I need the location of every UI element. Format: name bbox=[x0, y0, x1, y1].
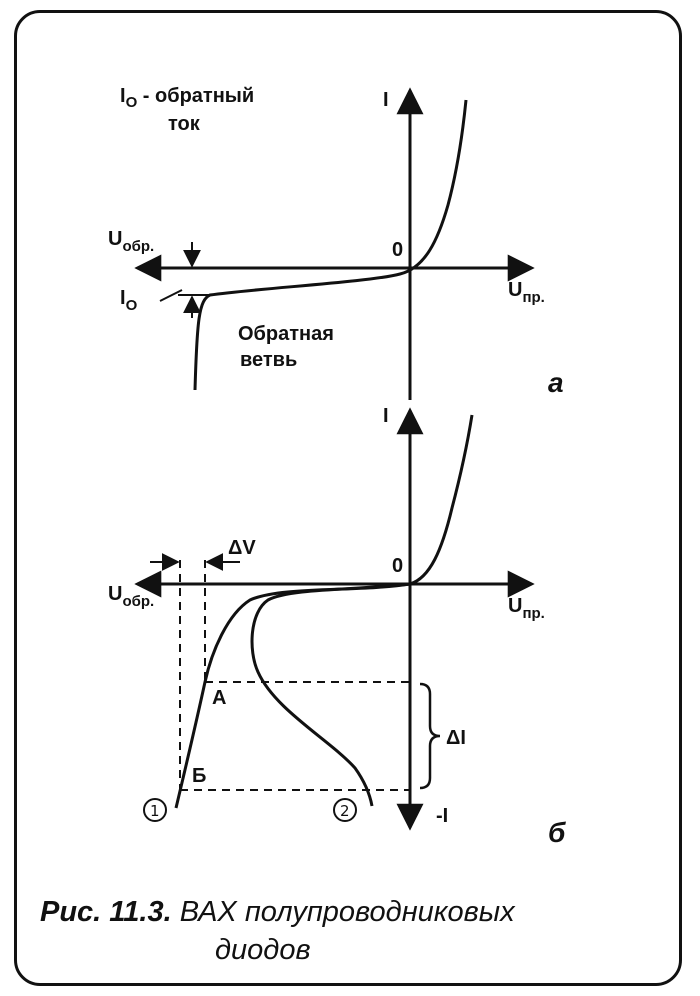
b-curve-2-marker bbox=[333, 798, 357, 822]
b-forward-curve bbox=[409, 414, 474, 586]
b-delta-i-label: ΔI bbox=[446, 727, 466, 749]
figure-frame bbox=[14, 10, 682, 986]
b-point-b-label: Б bbox=[192, 765, 206, 787]
caption-text-line1: ВАХ полупроводниковых bbox=[171, 896, 515, 928]
b-panel-label: б bbox=[548, 817, 566, 848]
a-branch-label-2: ветвь bbox=[240, 349, 297, 371]
a-axis-i-label: I bbox=[383, 89, 389, 111]
b-delta-i-brace bbox=[419, 682, 441, 790]
diagram-a: IO - обратный ток I 0 Uобр. Uпр. IO Обра… bbox=[108, 85, 564, 400]
b-axis-minus-i-label: -I bbox=[436, 805, 448, 827]
a-upr-label: Uпр. bbox=[508, 279, 545, 306]
b-origin-label: 0 bbox=[392, 555, 403, 577]
a-iv-curve bbox=[193, 99, 468, 391]
a-io-label: IO bbox=[120, 287, 138, 314]
b-curve-2-number: 2 bbox=[340, 802, 350, 820]
b-delta-v-label: ΔV bbox=[228, 537, 256, 559]
a-origin-label: 0 bbox=[392, 239, 403, 261]
b-curve-2 bbox=[250, 582, 411, 807]
a-uobr-label: Uобр. bbox=[108, 228, 154, 255]
diagram-b: 1 2 I 0 Uобр. Uпр. ΔV ΔI А Б -I б bbox=[108, 405, 566, 848]
b-point-a-label: А bbox=[212, 687, 226, 709]
b-curve-1-number: 1 bbox=[150, 802, 160, 820]
a-branch-label-1: Обратная bbox=[238, 323, 334, 345]
caption-text-line2: диодов bbox=[215, 934, 311, 966]
b-upr-label: Uпр. bbox=[508, 595, 545, 622]
caption-prefix: Рис. 11.3. bbox=[40, 896, 172, 928]
a-io-pointer bbox=[159, 289, 183, 302]
a-panel-label: а bbox=[548, 367, 564, 398]
a-io-desc-line1: IO - обратный bbox=[120, 85, 254, 111]
figure-caption: Рис. 11.3. ВАХ полупроводниковых диодов bbox=[40, 893, 680, 969]
a-io-desc-line2: ток bbox=[168, 113, 201, 135]
b-uobr-label: Uобр. bbox=[108, 583, 154, 610]
b-curve-1-marker bbox=[143, 798, 167, 822]
b-axis-i-label: I bbox=[383, 405, 389, 427]
